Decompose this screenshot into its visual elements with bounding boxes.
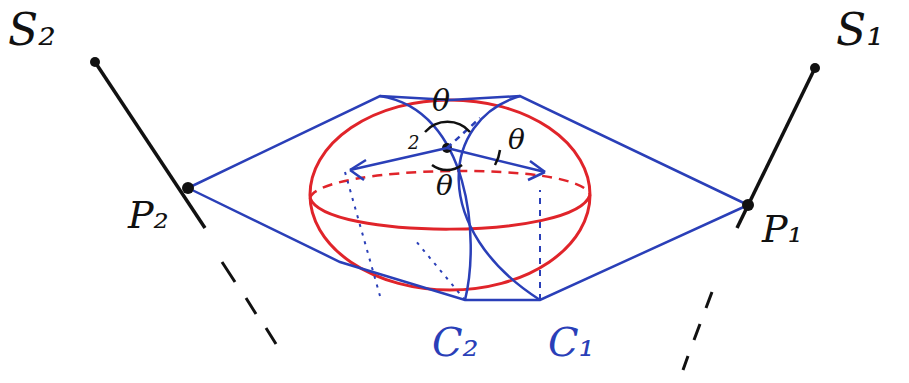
point-name: P₁	[762, 210, 803, 248]
curve-name: C₂	[432, 322, 479, 362]
angle-label: θ	[432, 86, 450, 116]
line-name: S₂	[8, 8, 56, 52]
line-name: S₁	[836, 8, 884, 52]
small-label: 2	[408, 134, 419, 152]
angle-label: θ	[436, 172, 453, 200]
angle-label: θ	[508, 126, 525, 154]
curve-name: C₁	[548, 322, 595, 362]
point-name: P₂	[128, 196, 169, 234]
